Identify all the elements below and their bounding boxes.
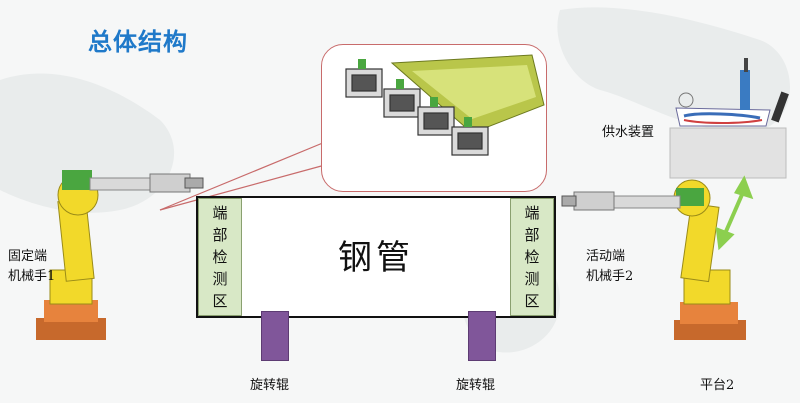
water-supply-label: 供水装置 [602, 125, 655, 140]
callout-pointer [159, 139, 331, 211]
water-supply-illustration [669, 58, 789, 179]
rotating-roller-left [261, 311, 289, 361]
sensor-head-illustration [345, 54, 545, 156]
fixed-robot-label: 固定端 机械手1 [8, 247, 55, 287]
active-robot-label: 活动端 机械手2 [586, 247, 633, 287]
steel-pipe: 端 部 检 测 区 钢管 端 部 检 测 区 [196, 196, 556, 318]
rotating-roller-right [468, 311, 496, 361]
sensor-head-callout [321, 44, 547, 192]
active-robot-label-line2: 机械手2 [586, 269, 634, 284]
motion-arrow [715, 175, 754, 251]
zone-char: 检 [212, 248, 228, 266]
steel-pipe-label: 钢管 [338, 238, 414, 278]
robot-arm-1-illustration [36, 170, 204, 340]
zone-char: 部 [212, 226, 228, 244]
roller-left-label: 旋转辊 [250, 378, 290, 393]
roller-right-label: 旋转辊 [456, 378, 496, 393]
fixed-robot-label-line1: 固定端 [8, 249, 48, 264]
zone-char: 测 [212, 270, 228, 288]
platform-label: 平台2 [700, 378, 735, 393]
robot-arm-2-illustration [561, 179, 746, 340]
zone-char: 区 [212, 292, 228, 310]
zone-char: 端 [524, 204, 540, 222]
end-detection-zone-left: 端 部 检 测 区 [198, 198, 242, 316]
zone-char: 端 [212, 204, 228, 222]
page-title: 总体结构 [88, 28, 188, 56]
active-robot-label-line1: 活动端 [586, 249, 626, 264]
zone-char: 检 [524, 248, 540, 266]
zone-char: 部 [524, 226, 540, 244]
zone-char: 区 [524, 292, 540, 310]
end-detection-zone-right: 端 部 检 测 区 [510, 198, 554, 316]
zone-char: 测 [524, 270, 540, 288]
fixed-robot-label-line2: 机械手1 [8, 269, 56, 284]
